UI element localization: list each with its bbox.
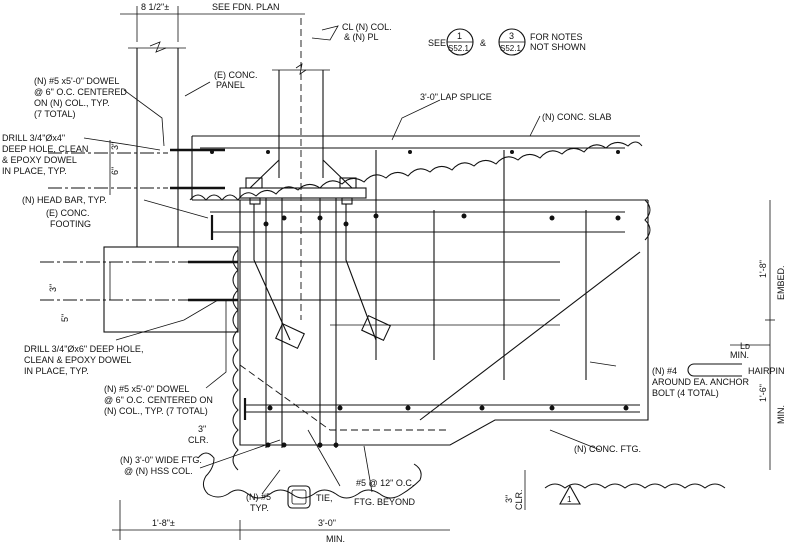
dimension-text: 8 1/2"± SEE FDN. PLAN 3" 6" 3" 5" 1'-8" … bbox=[48, 2, 786, 544]
note-cl-col-2: & (N) PL bbox=[344, 32, 379, 42]
note-dowel-top-4: (7 TOTAL) bbox=[34, 109, 76, 119]
dim-width-1-8: 1'-8"± bbox=[152, 518, 175, 528]
dim-embed-1-8: 1'-8" bbox=[758, 260, 768, 278]
note-text: CL (N) COL. & (N) PL SEE 1 S52.1 & 3 S52… bbox=[2, 22, 785, 513]
reinforcement bbox=[170, 147, 641, 448]
dim-3-top: 3" bbox=[110, 142, 120, 150]
note-drill-top-3: & EPOXY DOWEL bbox=[2, 155, 77, 165]
note-typ: TYP. bbox=[250, 503, 269, 513]
leader-lines bbox=[83, 25, 617, 495]
revision-triangle bbox=[559, 484, 581, 505]
note-hairpin-4: BOLT (4 TOTAL) bbox=[652, 388, 719, 398]
dim-width-min: MIN. bbox=[326, 534, 345, 544]
note-n-conc-slab: (N) CONC. SLAB bbox=[542, 112, 612, 122]
note-dowel-bot-3: (N) COL., TYP. (7 TOTAL) bbox=[104, 406, 208, 416]
dim-bottom-3: 3" bbox=[504, 495, 514, 503]
reference-bubble-1[interactable] bbox=[446, 28, 474, 56]
hss-column bbox=[272, 18, 330, 320]
note-drill-bot-1: DRILL 3/4"Øx6" DEEP HOLE, bbox=[24, 344, 143, 354]
note-wide-ftg-2: @ (N) HSS COL. bbox=[124, 466, 193, 476]
dim-3-left: 3" bbox=[48, 284, 58, 292]
dim-ld-min: MIN. bbox=[730, 350, 749, 360]
note-for-notes-2: NOT SHOWN bbox=[530, 42, 586, 52]
dim-bottom-clr: CLR. bbox=[514, 489, 524, 510]
existing-concrete-footing bbox=[103, 246, 239, 333]
note-dowel-top-1: (N) #5 x5'-0" DOWEL bbox=[34, 76, 119, 86]
ref3-number[interactable]: 3 bbox=[509, 31, 514, 41]
centerlines bbox=[40, 152, 190, 301]
note-dowel-bot-1: (N) #5 x5'-0" DOWEL bbox=[104, 384, 189, 394]
hairpin-symbol bbox=[687, 363, 742, 377]
note-drill-bot-3: IN PLACE, TYP. bbox=[24, 366, 89, 376]
dim-width-3-0: 3'-0" bbox=[318, 518, 336, 528]
dim-min-right: MIN. bbox=[776, 405, 786, 424]
note-tie: TIE, bbox=[316, 493, 333, 503]
dim-5: 5" bbox=[60, 314, 70, 322]
note-see: SEE bbox=[428, 38, 446, 48]
note-drill-top-2: DEEP HOLE, CLEAN bbox=[2, 144, 88, 154]
new-concrete-slab bbox=[191, 135, 640, 200]
note-e-conc-panel-2: PANEL bbox=[216, 80, 245, 90]
note-hairpin-1: (N) #4 bbox=[652, 366, 677, 376]
revision-tag: 1 bbox=[567, 495, 572, 504]
base-plate bbox=[239, 159, 367, 205]
dim-6: 6" bbox=[110, 167, 120, 175]
new-concrete-footing bbox=[192, 199, 649, 446]
note-hairpin-2: HAIRPIN bbox=[748, 366, 785, 376]
dim-embed-label: EMBED. bbox=[776, 265, 786, 300]
note-e-conc-footing-1: (E) CONC. bbox=[46, 208, 90, 218]
dim-top-8-5: 8 1/2"± bbox=[141, 2, 169, 12]
note-dowel-top-3: ON (N) COL., TYP. bbox=[34, 98, 110, 108]
note-n-conc-ftg: (N) CONC. FTG. bbox=[574, 444, 641, 454]
tie-symbol bbox=[287, 485, 311, 509]
ref3-sheet[interactable]: S52.1 bbox=[500, 44, 521, 53]
note-e-conc-footing-2: FOOTING bbox=[50, 219, 91, 229]
note-drill-top-4: IN PLACE, TYP. bbox=[2, 166, 67, 176]
ref1-sheet[interactable]: S52.1 bbox=[448, 44, 469, 53]
reference-bubble-3[interactable] bbox=[498, 28, 526, 56]
note-for-notes-1: FOR NOTES bbox=[530, 32, 583, 42]
dim-1-6: 1'-6" bbox=[758, 384, 768, 402]
note-bars-12: #5 @ 12" O.C. bbox=[356, 478, 414, 488]
note-dowel-bot-2: @ 6" O.C. CENTERED ON bbox=[104, 395, 213, 405]
dim-ld: Lᴅ bbox=[740, 341, 750, 351]
dim-clr-label: CLR. bbox=[188, 435, 209, 445]
existing-concrete-panel bbox=[128, 41, 186, 247]
dim-see-fdn-plan: SEE FDN. PLAN bbox=[212, 2, 280, 12]
note-cl-col-1: CL (N) COL. bbox=[342, 22, 392, 32]
dim-clr-3: 3" bbox=[198, 424, 206, 434]
note-amp: & bbox=[480, 38, 486, 48]
dimension-lines bbox=[109, 6, 775, 540]
note-head-bar: (N) HEAD BAR, TYP. bbox=[22, 195, 107, 205]
note-lap-splice: 3'-0" LAP SPLICE bbox=[420, 92, 492, 102]
note-hairpin-3: AROUND EA. ANCHOR bbox=[652, 377, 750, 387]
note-drill-top-1: DRILL 3/4"Øx4" bbox=[2, 133, 65, 143]
note-ftg-beyond: FTG. BEYOND bbox=[354, 497, 416, 507]
note-wide-ftg-1: (N) 3'-0" WIDE FTG. bbox=[120, 455, 202, 465]
ref1-number[interactable]: 1 bbox=[457, 31, 462, 41]
note-e-conc-panel-1: (E) CONC. bbox=[214, 70, 258, 80]
note-n5: (N) #5 bbox=[246, 492, 271, 502]
rebar-dots bbox=[210, 150, 629, 448]
note-drill-bot-2: CLEAN & EPOXY DOWEL bbox=[24, 355, 131, 365]
note-dowel-top-2: @ 6" O.C. CENTERED bbox=[34, 87, 127, 97]
